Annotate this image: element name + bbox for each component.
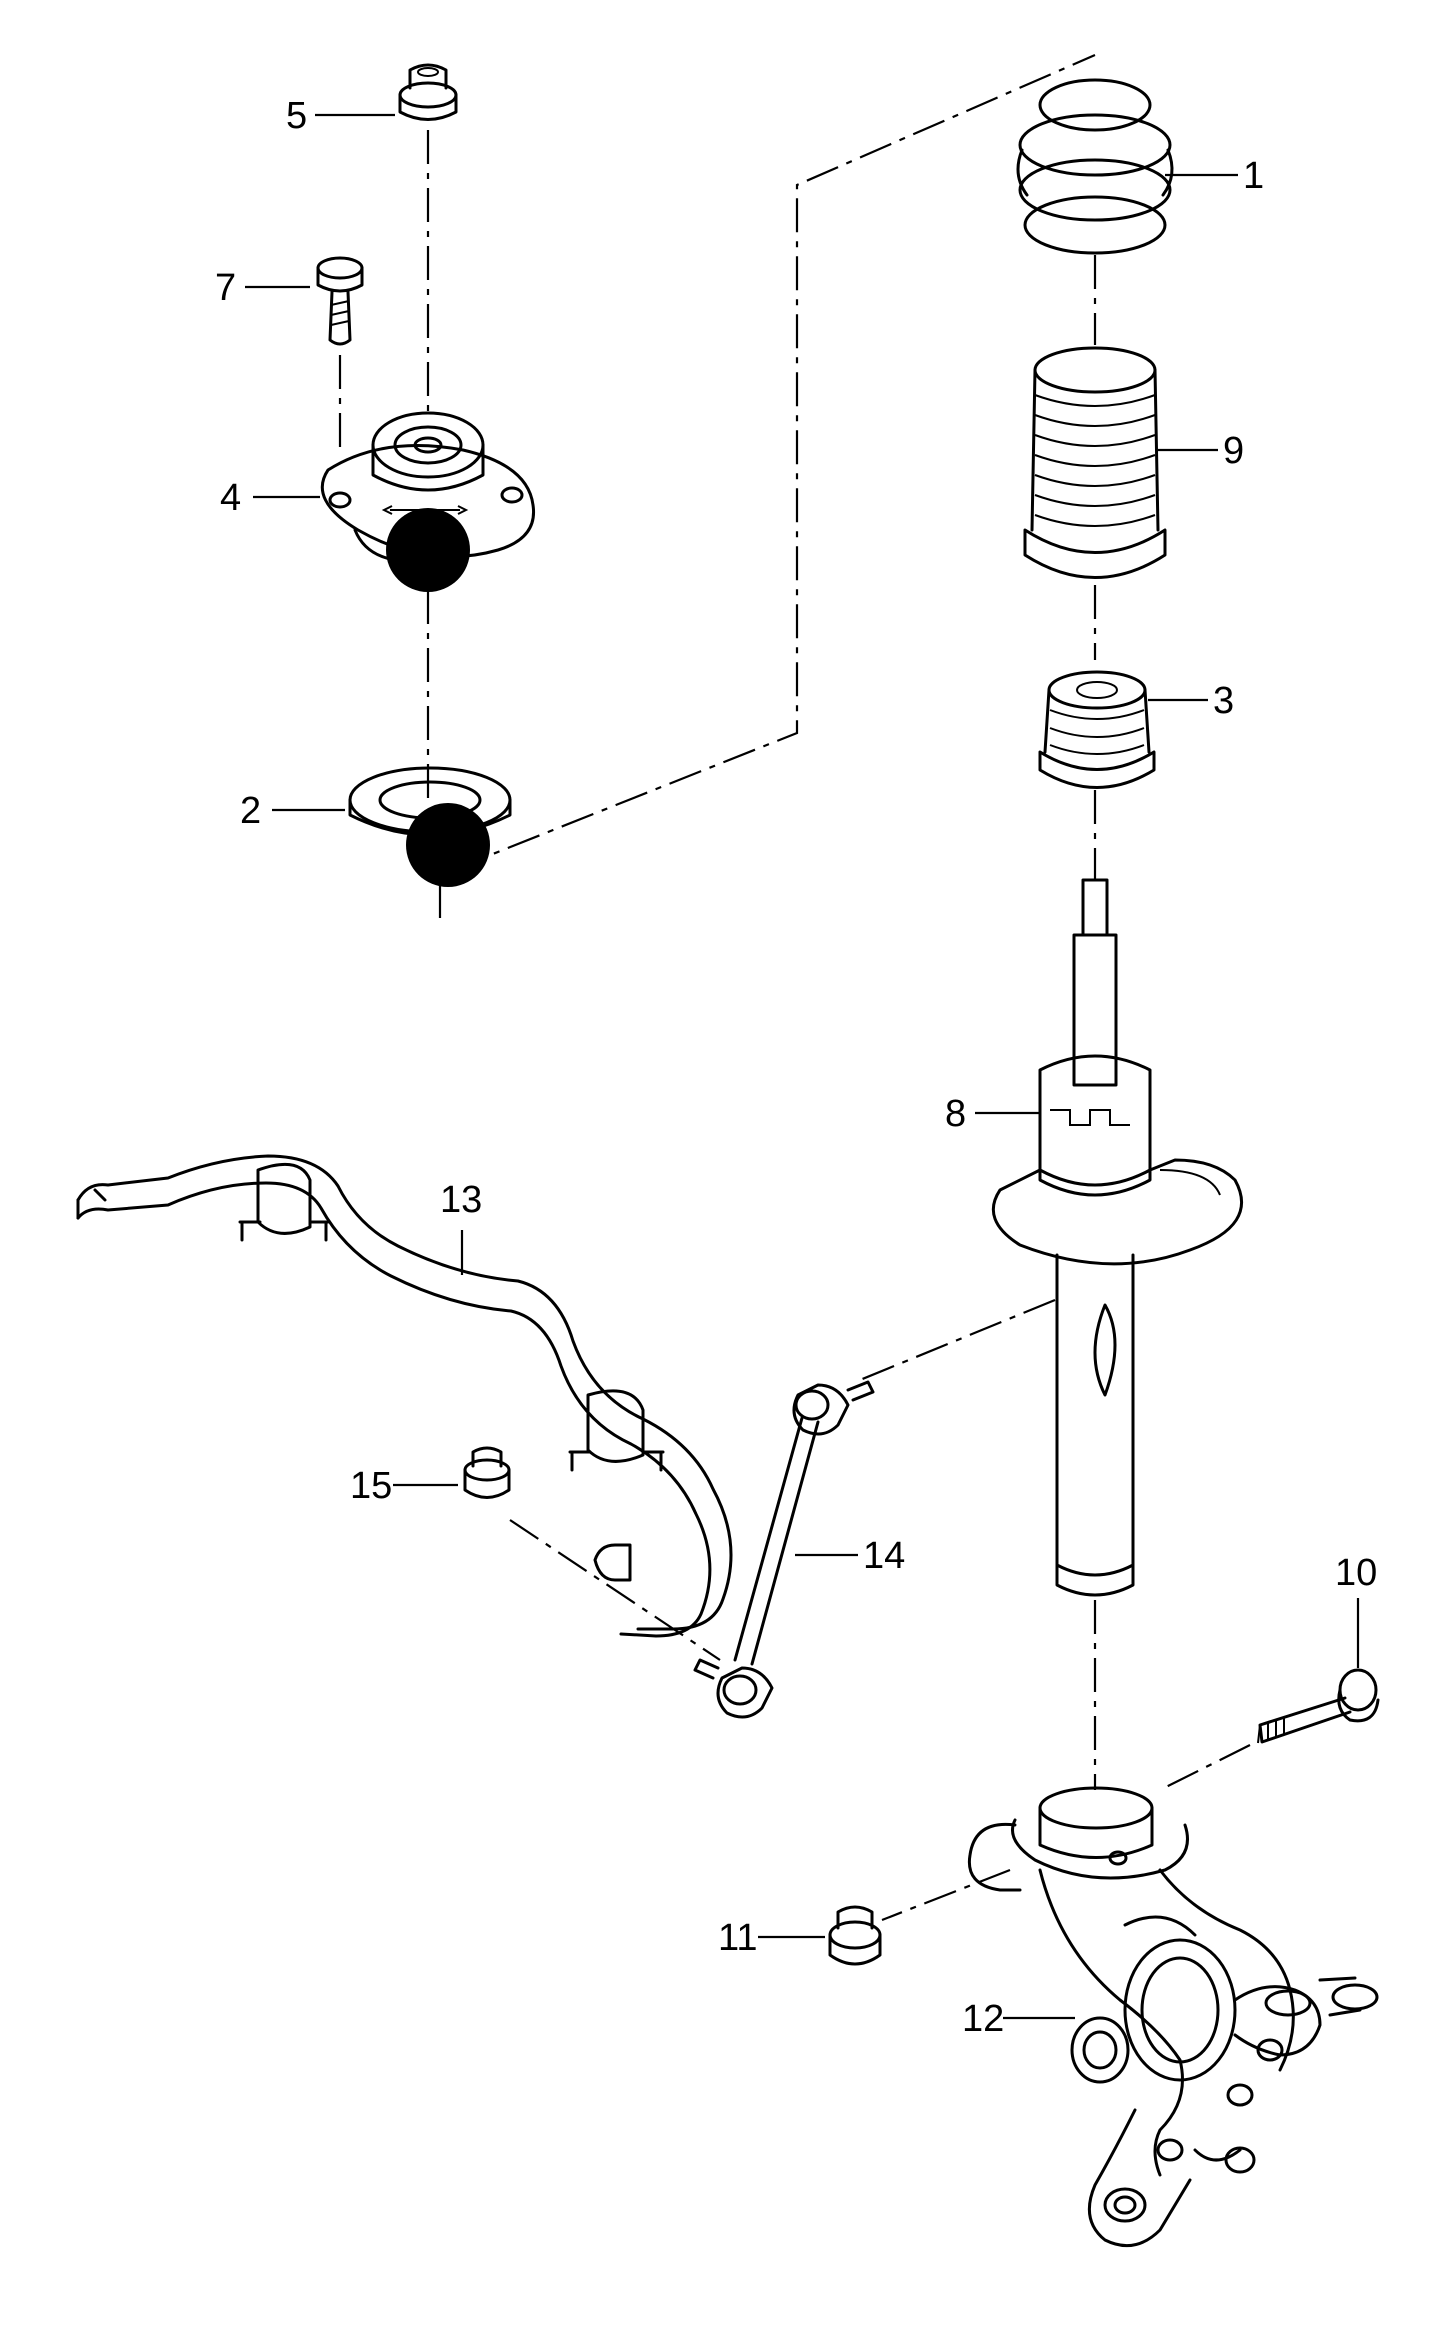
callout-15: 15 (350, 1465, 392, 1507)
stabilizer-bar (76, 1154, 733, 1638)
knuckle-nut (828, 1905, 882, 1966)
coil-spring (1016, 78, 1174, 255)
steering-knuckle (967, 1786, 1379, 2248)
mount-bolt (316, 256, 364, 346)
protective-bellows (1023, 346, 1167, 579)
marker-dot-lower (406, 803, 490, 887)
callout-3: 3 (1213, 680, 1234, 722)
marker-dot-upper (386, 508, 470, 592)
callout-2: 2 (240, 790, 261, 832)
leader-lines (245, 113, 1360, 2020)
link-nut (463, 1446, 511, 1499)
strut-mount (320, 411, 536, 562)
callout-7: 7 (215, 267, 236, 309)
stabilizer-link (693, 1380, 875, 1719)
callout-1: 1 (1243, 155, 1264, 197)
bump-stop (1038, 670, 1156, 789)
callout-14: 14 (863, 1535, 905, 1577)
callout-labels: 1 9 3 5 7 4 2 8 13 15 14 10 11 12 (215, 95, 1377, 2040)
callout-5: 5 (286, 95, 307, 137)
callout-10: 10 (1335, 1552, 1377, 1594)
assembly-lines (338, 53, 1251, 1922)
callout-12: 12 (962, 1998, 1004, 2040)
callout-9: 9 (1223, 430, 1244, 472)
callout-13: 13 (440, 1179, 482, 1221)
shock-absorber (991, 878, 1244, 1597)
callout-11: 11 (718, 1917, 757, 1959)
callout-4: 4 (220, 477, 241, 519)
callout-8: 8 (945, 1093, 966, 1135)
top-nut (398, 63, 458, 121)
knuckle-bolt (1257, 1668, 1380, 1744)
